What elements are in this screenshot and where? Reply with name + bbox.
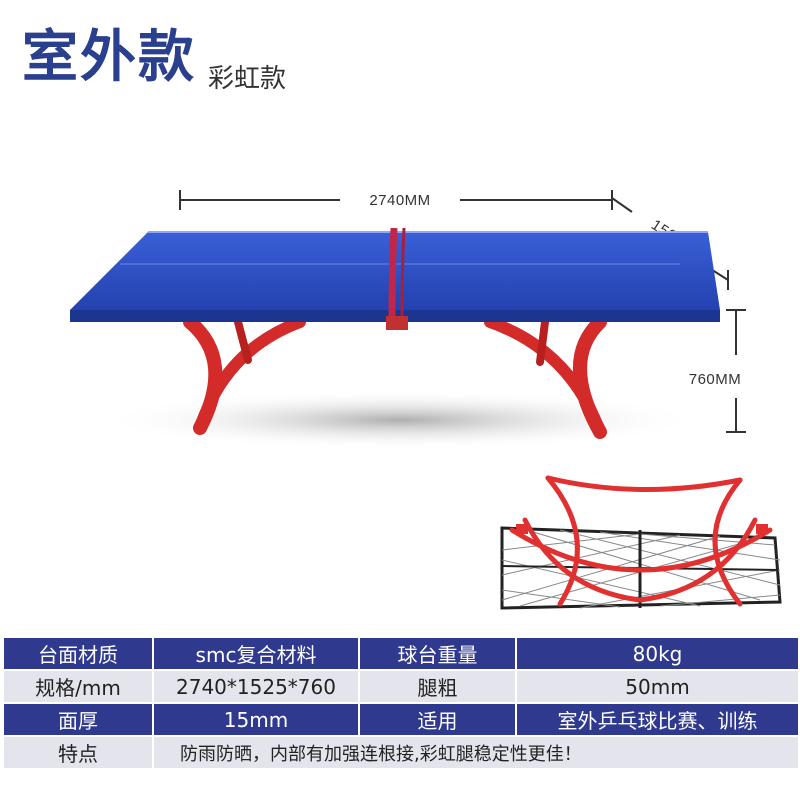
spec-value-material: smc复合材料 — [152, 636, 360, 671]
spec-label-size: 规格/mm — [2, 669, 154, 704]
table-shadow — [100, 390, 700, 450]
spec-label-thickness: 面厚 — [2, 702, 154, 737]
spec-label-weight: 球台重量 — [358, 636, 517, 671]
length-dimension: 2740MM — [179, 190, 613, 210]
spec-value-size: 2740*1525*760 — [152, 669, 360, 704]
rainbow-legs — [183, 315, 607, 439]
folded-table-photo — [500, 475, 782, 610]
spec-value-thickness: 15mm — [152, 702, 360, 737]
table-row: 规格/mm 2740*1525*760 腿粗 50mm — [2, 669, 800, 704]
spec-label-material: 台面材质 — [2, 636, 154, 671]
length-label: 2740MM — [369, 192, 430, 209]
spec-value-usage: 室外乒乓球比赛、训练 — [515, 702, 800, 737]
table-net — [386, 227, 408, 330]
spec-value-weight: 80kg — [515, 636, 800, 671]
product-illustration: 2740MM 1525MM 760MM — [70, 190, 782, 610]
height-label: 760MM — [689, 371, 742, 388]
spec-label-leg: 腿粗 — [358, 669, 517, 704]
table-row: 特点 防雨防晒，内部有加强连根接,彩虹腿稳定性更佳！ — [2, 735, 800, 770]
spec-label-features: 特点 — [2, 735, 154, 770]
height-dimension: 760MM — [689, 309, 746, 433]
spec-label-usage: 适用 — [358, 702, 517, 737]
specs-table: 台面材质 smc复合材料 球台重量 80kg 规格/mm 2740*1525*7… — [2, 636, 800, 770]
page-subtitle: 彩虹款 — [208, 64, 287, 94]
spec-value-leg: 50mm — [515, 669, 800, 704]
table-row: 台面材质 smc复合材料 球台重量 80kg — [2, 636, 800, 671]
table-row: 面厚 15mm 适用 室外乒乓球比赛、训练 — [2, 702, 800, 737]
spec-value-features: 防雨防晒，内部有加强连根接,彩虹腿稳定性更佳！ — [152, 735, 800, 770]
page-title: 室外款 — [22, 25, 196, 90]
